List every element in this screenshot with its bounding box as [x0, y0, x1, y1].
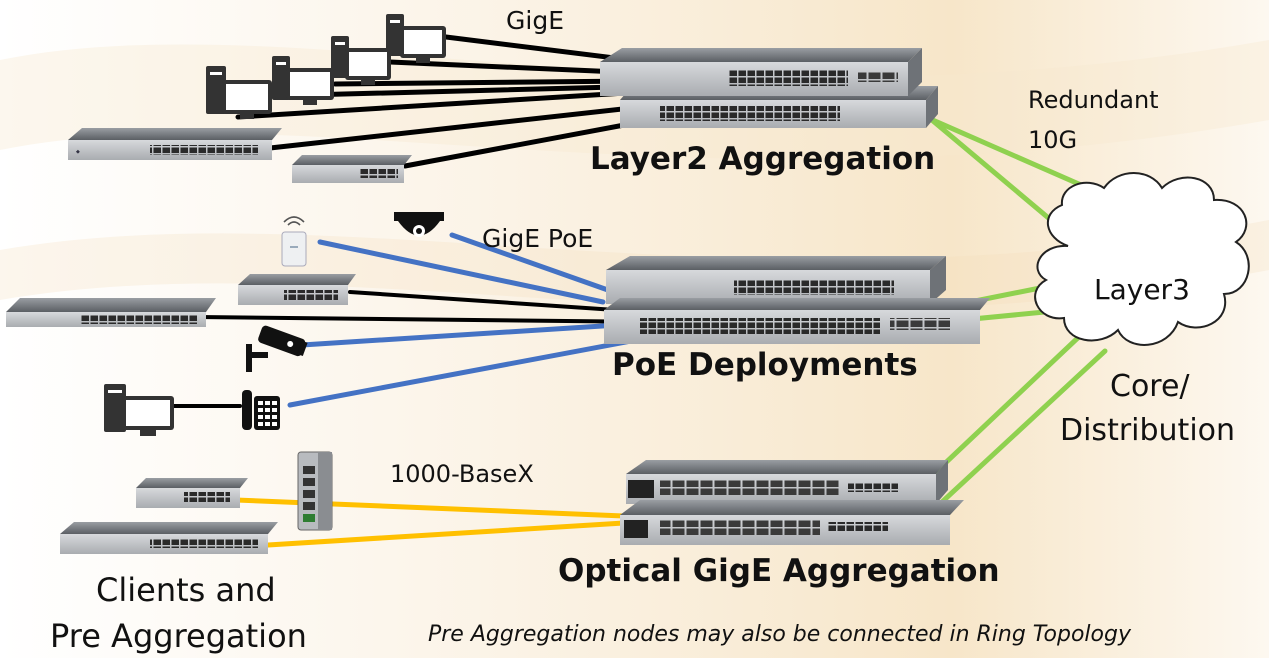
layer2-aggregation-switch-front	[600, 48, 922, 96]
clients-label-line1: Clients and	[96, 571, 276, 609]
poe-access-switch-wide	[6, 298, 216, 327]
ring-topology-footnote: Pre Aggregation nodes may also be connec…	[428, 622, 1131, 647]
access-switch-layer2-left: ◆	[68, 128, 282, 160]
poe-switch-top	[606, 256, 946, 304]
poe-switch-bottom	[604, 298, 990, 344]
gige-link-label: GigE	[506, 6, 564, 35]
layer2-aggregation-title: Layer2 Aggregation	[590, 141, 936, 177]
poe-access-switch-small	[238, 274, 356, 305]
cloud-icon	[1034, 172, 1250, 346]
poe-deployments-title: PoE Deployments	[612, 347, 918, 383]
desktop-computer-icon	[104, 384, 174, 436]
gige-poe-link-label: GigE PoE	[482, 224, 594, 253]
1000-basex-link-label: 1000-BaseX	[390, 460, 534, 488]
ip-phone-icon	[242, 390, 280, 430]
desktop-computer-icon	[206, 66, 272, 119]
optical-switch-bottom	[620, 500, 964, 545]
svg-text:◆: ◆	[76, 149, 80, 155]
access-switch-layer2-right	[292, 155, 412, 183]
optical-switch-top	[626, 460, 948, 504]
desktop-computer-icon	[272, 56, 334, 105]
desktop-computer-icon	[331, 36, 391, 85]
din-rail-switch-icon	[297, 451, 333, 531]
bullet-camera-icon	[246, 325, 308, 372]
optical-gige-aggregation-title: Optical GigE Aggregation	[558, 553, 1000, 589]
redundant-10g-label-line2: 10G	[1028, 126, 1078, 154]
pre-aggregation-switch-small	[136, 478, 248, 508]
desktop-computer-icon	[386, 14, 446, 63]
wifi-access-point-icon	[281, 216, 307, 267]
pre-aggregation-switch-wide	[60, 522, 278, 554]
core-distribution-label-line1: Core/	[1110, 369, 1190, 404]
dome-camera-icon	[394, 212, 444, 237]
layer3-label: Layer3	[1094, 273, 1190, 306]
core-distribution-label-line2: Distribution	[1060, 413, 1236, 448]
clients-label-line2: Pre Aggregation	[50, 617, 307, 655]
redundant-10g-label-line1: Redundant	[1028, 86, 1159, 114]
